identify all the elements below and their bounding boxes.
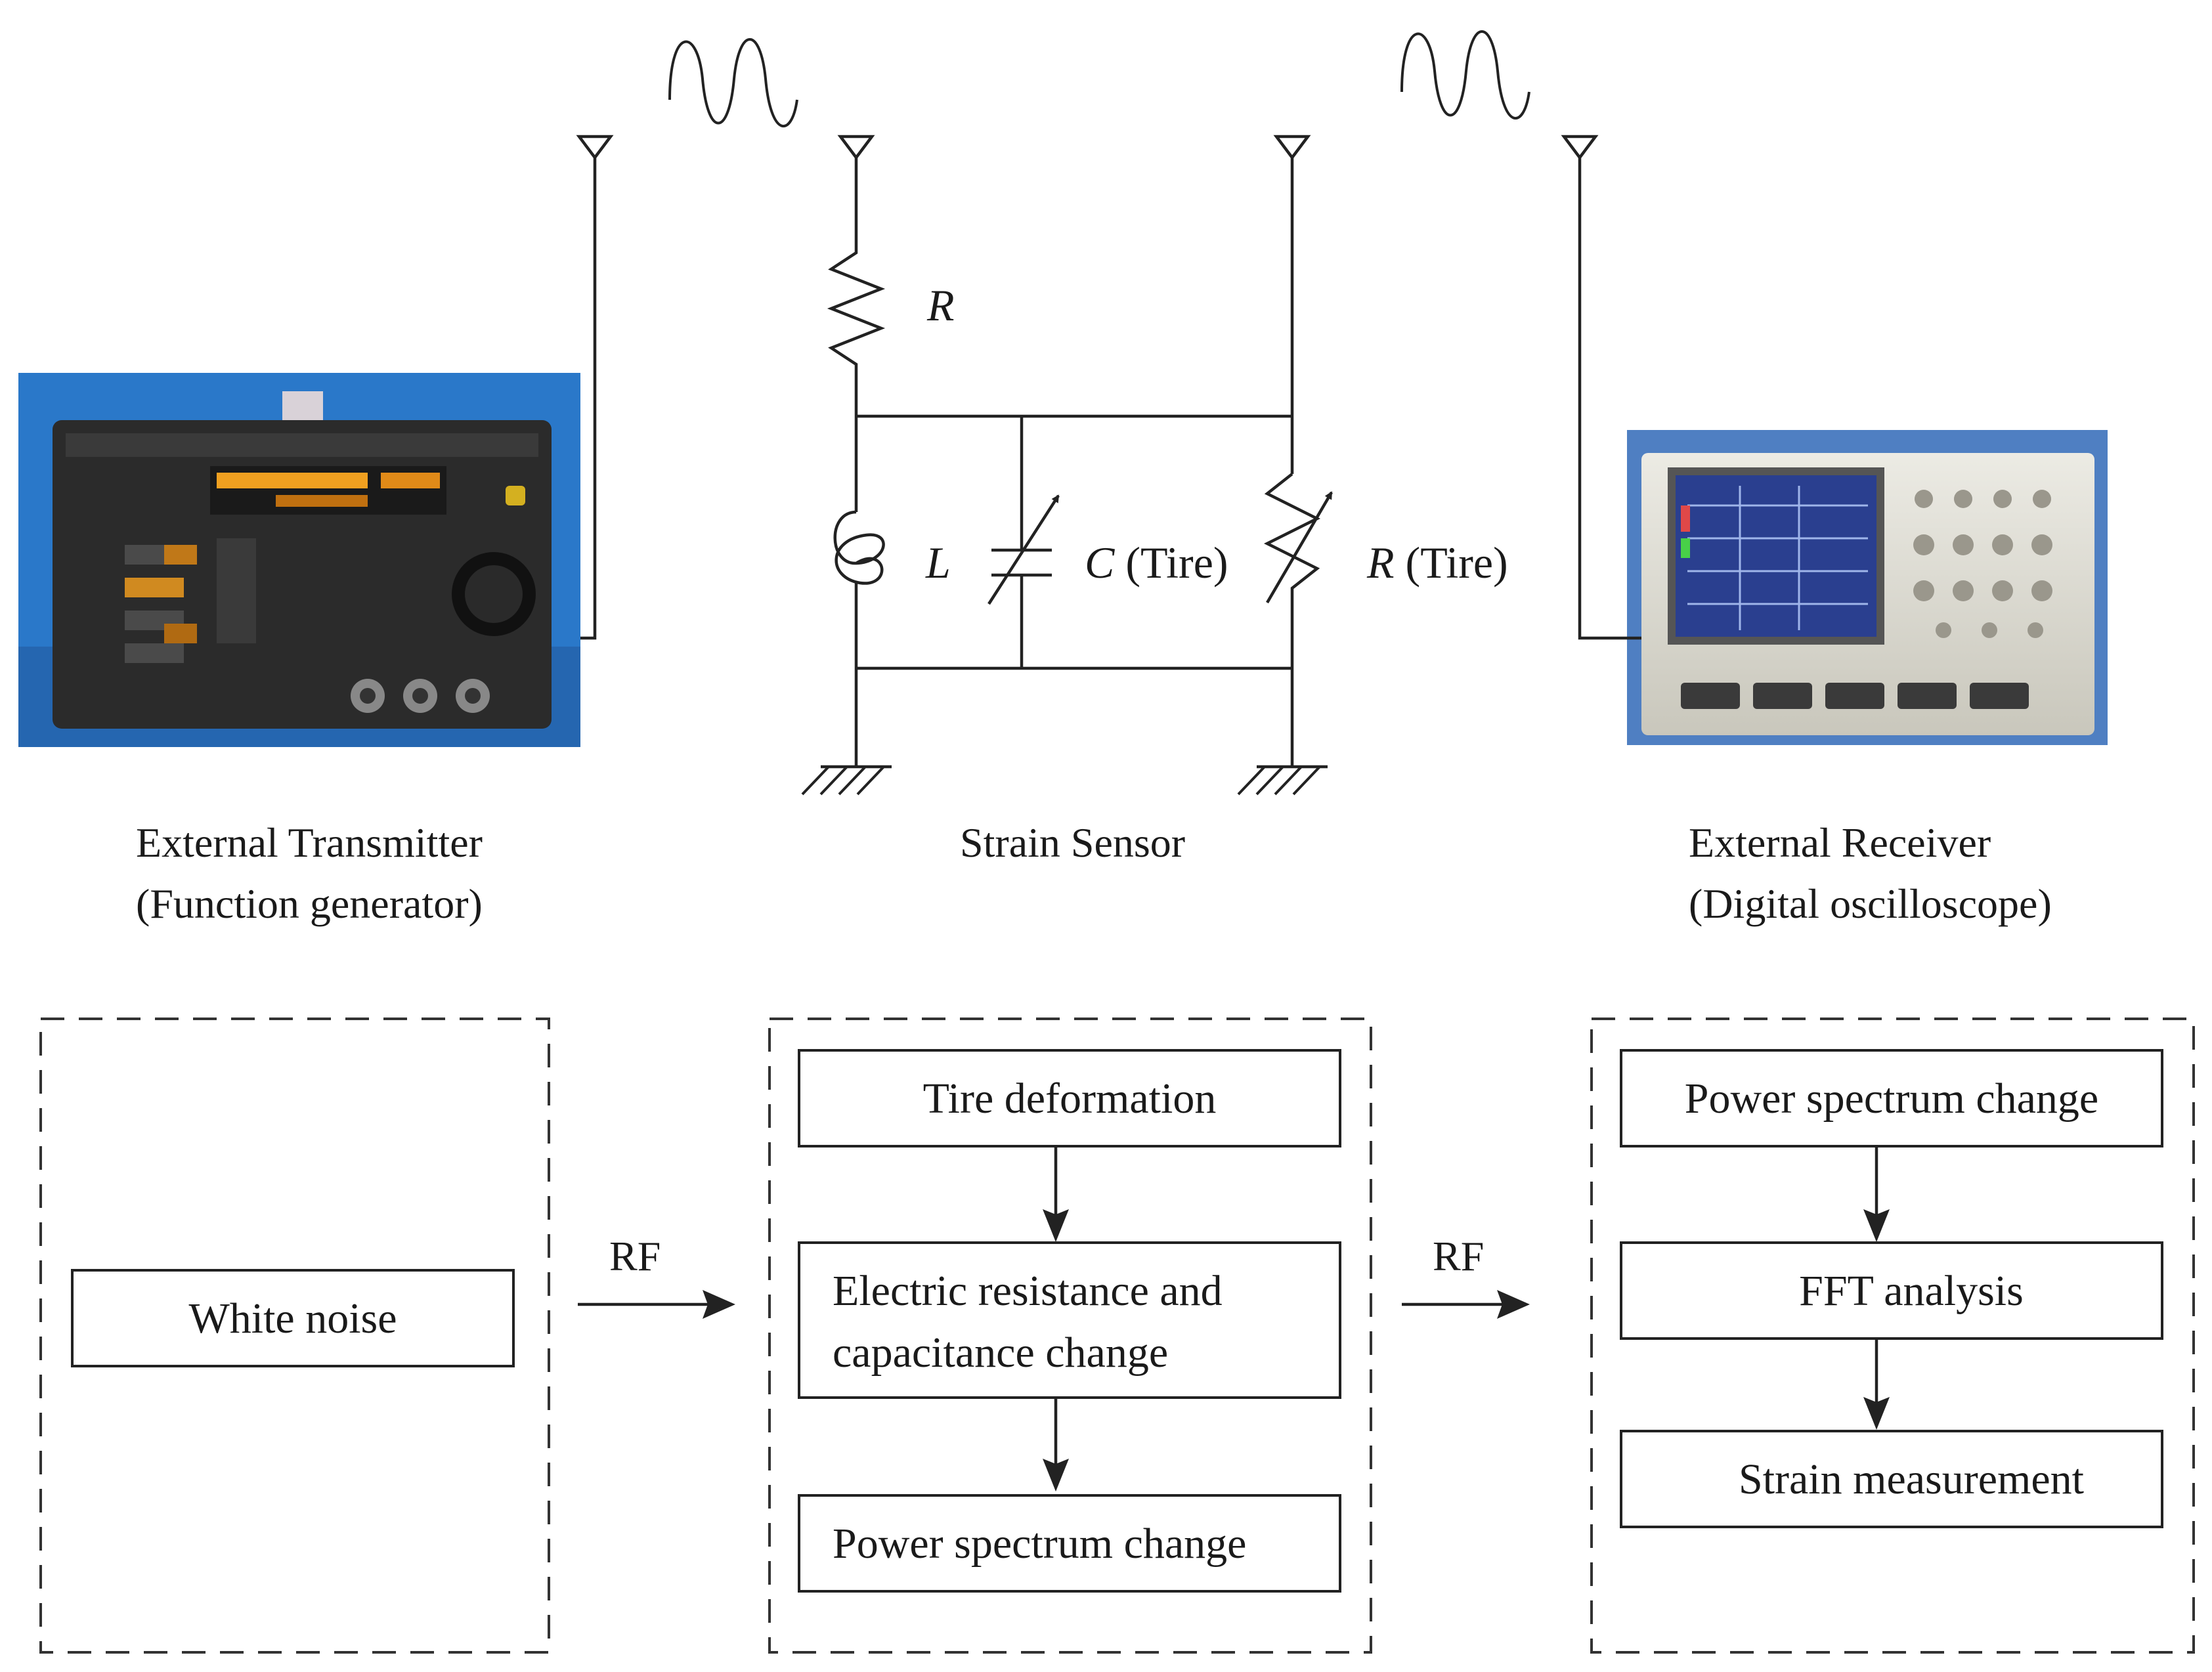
sensor-power-spectrum-label: Power spectrum change — [833, 1520, 1246, 1568]
resistor-label: R — [926, 280, 955, 330]
rf-label-left: RF — [609, 1233, 661, 1279]
generator-display-line2 — [276, 495, 368, 507]
scope-knobs — [1913, 490, 2052, 638]
antenna-sensor-right — [1273, 135, 1311, 160]
receiver-caption-line2: (Digital oscilloscope) — [1689, 880, 2052, 927]
ground-symbol-right — [1237, 668, 1328, 796]
sensor-circuit: R L C (Tire) R (Tire) — [801, 158, 1508, 796]
transmitter-caption-line2: (Function generator) — [136, 880, 483, 927]
generator-handle — [282, 391, 323, 423]
transmitter-caption-line1: External Transmitter — [136, 819, 483, 866]
rf-arrow-left: RF — [578, 1233, 735, 1319]
fft-analysis-label: FFT analysis — [1799, 1267, 2024, 1315]
white-noise-box: White noise — [71, 1269, 515, 1367]
inductor-label: L — [925, 538, 951, 588]
arrow-receiver-2 — [1863, 1339, 1890, 1430]
arrow-sensor-1 — [1043, 1146, 1069, 1242]
inductor-symbol — [833, 510, 885, 668]
generator-buttons — [125, 538, 256, 663]
variable-capacitor-symbol — [987, 416, 1060, 668]
strain-measurement-label: Strain measurement — [1739, 1455, 2084, 1503]
resistance-change-label-line1: Electric resistance and — [833, 1267, 1223, 1315]
rf-label-right: RF — [1433, 1233, 1484, 1279]
strain-measurement-box: Strain measurement — [1620, 1430, 2163, 1528]
rf-wave-right — [1400, 30, 1530, 120]
scope-grid — [1687, 486, 1868, 630]
antenna-transmitter — [576, 135, 614, 640]
scope-softkeys — [1681, 683, 2029, 709]
variable-resistor-label: R (Tire) — [1366, 538, 1508, 588]
arrow-sensor-2 — [1043, 1398, 1069, 1491]
resistance-change-label-line2: capacitance change — [833, 1329, 1168, 1377]
receiver-process-group — [1590, 1018, 2195, 1654]
antenna-receiver — [1561, 135, 1641, 640]
receiver-caption-line1: External Receiver — [1689, 819, 1991, 866]
generator-display-unit — [381, 473, 440, 488]
generator-connectors — [351, 679, 490, 713]
capacitor-label: C (Tire) — [1085, 538, 1228, 588]
generator-top-bezel — [66, 433, 538, 457]
function-generator-photo — [18, 373, 580, 747]
resistor-symbol — [827, 158, 886, 416]
arrow-receiver-1 — [1863, 1146, 1890, 1242]
receiver-power-spectrum-box: Power spectrum change — [1620, 1049, 2163, 1147]
sensor-caption: Strain Sensor — [960, 819, 1185, 866]
scope-screen — [1676, 475, 1876, 637]
generator-display-line1 — [217, 473, 368, 488]
sensor-power-spectrum-box: Power spectrum change — [798, 1494, 1341, 1593]
white-noise-label: White noise — [188, 1295, 397, 1342]
rf-arrow-right: RF — [1402, 1233, 1530, 1319]
ground-symbol-left — [801, 668, 892, 796]
antenna-sensor-left — [837, 135, 875, 160]
tire-deformation-label: Tire deformation — [923, 1075, 1217, 1123]
tire-deformation-box: Tire deformation — [798, 1049, 1341, 1147]
oscilloscope-photo — [1627, 430, 2108, 745]
fft-analysis-box: FFT analysis — [1620, 1241, 2163, 1340]
sensor-process-group — [768, 1018, 1372, 1654]
receiver-power-spectrum-label: Power spectrum change — [1685, 1075, 2098, 1123]
variable-resistor-symbol — [1263, 473, 1333, 668]
generator-indicator — [506, 486, 525, 505]
resistance-capacitance-change-box: Electric resistance and capacitance chan… — [798, 1241, 1341, 1399]
rf-wave-left — [668, 38, 798, 128]
